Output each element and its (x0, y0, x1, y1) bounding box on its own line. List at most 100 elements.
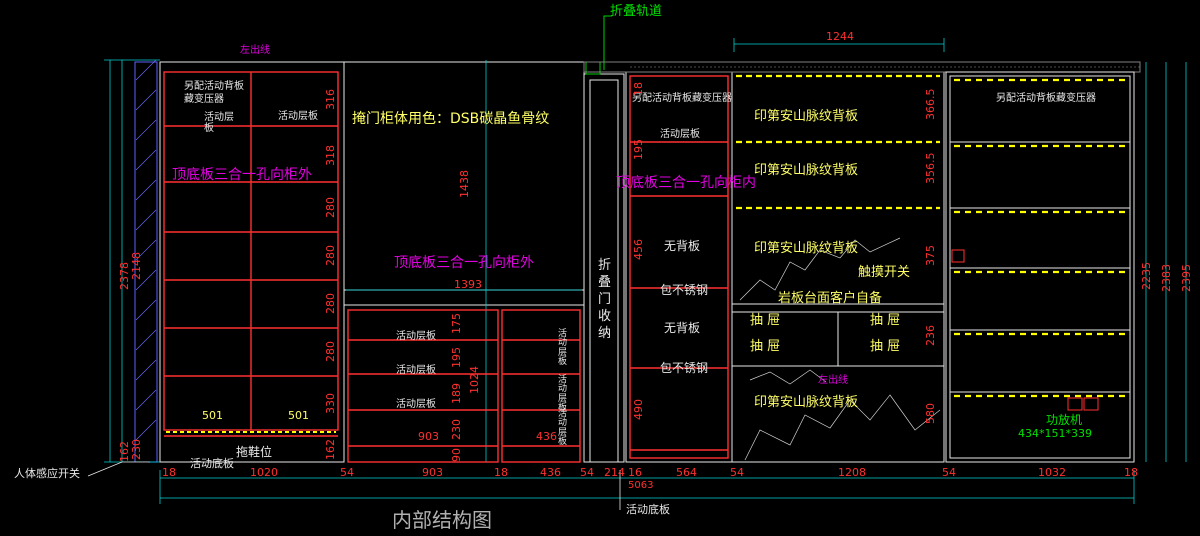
middle-width-top: 1393 (454, 278, 482, 291)
bottom-small-dim: 5063 (628, 480, 654, 491)
middle-dim-3: 189 (450, 383, 463, 404)
stone-back-3: 印第安山脉纹背板 (754, 241, 859, 256)
stone-dim-3: 375 (924, 245, 937, 266)
rl-note: 顶底板三合一孔向柜内 (616, 175, 756, 191)
rl-steel-1: 包不锈钢 (660, 283, 709, 297)
bottom-dim-8: 214 (604, 466, 625, 479)
middle-shelf-1b: 活动层板 (396, 365, 436, 376)
middle-shelf-right-3: 活 动 层 板 (558, 409, 568, 448)
bottom-dim-11: 54 (730, 466, 744, 479)
right-dim-lines (1145, 62, 1187, 462)
rl-no-back-1: 无背板 (664, 239, 701, 253)
bottom-dim-13: 54 (942, 466, 956, 479)
sensor-leader (87, 461, 150, 477)
middle-dim-lines (346, 60, 582, 462)
middle-shelf-right-1: 活 动 层 板 (558, 329, 568, 368)
middle-note: 顶底板三合一孔向柜外 (394, 255, 534, 271)
left-shelf-label-a: 活动层 板 (204, 112, 234, 134)
bottom-dim-1: 18 (162, 466, 176, 479)
middle-dim-mid: 1024 (468, 366, 481, 394)
bottom-dim-5: 18 (494, 466, 508, 479)
callout-movable-bottom: 活动底板 (626, 503, 670, 516)
left-shelf-dim-1: 316 (324, 89, 337, 110)
stone-touch-switch: 触摸开关 (858, 265, 911, 280)
fold-track-line (585, 15, 612, 75)
stone-dim-4: 236 (924, 325, 937, 346)
bottom-dim-3: 54 (340, 466, 354, 479)
stone-back-2: 印第安山脉纹背板 (754, 163, 859, 178)
middle-dim-4: 230 (450, 419, 463, 440)
stone-dim-2: 356.5 (924, 152, 937, 185)
bottom-dim-4: 903 (422, 466, 443, 479)
bottom-dim-7: 54 (580, 466, 594, 479)
middle-dim-1: 175 (450, 313, 463, 334)
rl-transformer-label: 另配活动背板藏变压器 (632, 93, 732, 104)
middle-lower-cabinet (347, 309, 581, 463)
rl-dim-2: 195 (632, 139, 645, 160)
fr-dim-2: 2383 (1160, 264, 1173, 292)
rl-steel-2: 包不锈钢 (660, 361, 709, 375)
bottom-dim-lines (159, 470, 1135, 504)
fr-amp-label: 功放机 (1046, 413, 1083, 427)
left-note: 顶底板三合一孔向柜外 (172, 167, 312, 183)
far-right-small-boxes (951, 249, 1099, 411)
left-shelf-label-b: 活动层板 (278, 111, 318, 122)
left-bottom-dim: 162 (324, 439, 337, 460)
fr-transformer-label: 另配活动背板藏变压器 (996, 93, 1096, 104)
drawing-title: 内部结构图 (392, 508, 492, 532)
left-dim-lines (104, 59, 160, 463)
middle-shelf-1: 活动层板 (396, 331, 436, 342)
stone-countertop: 岩板台面客户自备 (778, 291, 883, 306)
left-height-inner: 2148 (130, 252, 143, 280)
bottom-dim-9: 16 (628, 466, 642, 479)
stone-dim-1: 366.5 (924, 88, 937, 121)
left-shelf-dim-2: 318 (324, 145, 337, 166)
stone-drawer-2: 抽 屉 (870, 313, 901, 328)
stone-drawer-3: 抽 屉 (750, 339, 781, 354)
left-shelf-dim-5: 280 (324, 293, 337, 314)
left-shoe-label: 拖鞋位 (236, 445, 273, 459)
left-width-1: 501 (202, 409, 223, 422)
far-right-cabinet (945, 71, 1135, 463)
middle-dim-2: 195 (450, 347, 463, 368)
left-shelf-dim-7: 330 (324, 393, 337, 414)
stone-back-4: 印第安山脉纹背板 (754, 395, 859, 410)
middle-dim-5: 90 (450, 448, 463, 462)
left-width-2: 501 (288, 409, 309, 422)
bottom-dim-15: 18 (1124, 466, 1138, 479)
left-bottom-label: 活动底板 (190, 457, 234, 470)
fr-dim-1: 2235 (1140, 262, 1153, 290)
middle-width-2: 436 (536, 430, 557, 443)
stone-vein-pattern (739, 237, 941, 461)
stone-dim-5: 580 (924, 403, 937, 424)
rl-no-back-2: 无背板 (664, 321, 701, 335)
bottom-dim-10: 564 (676, 466, 697, 479)
top-beam (583, 61, 1141, 73)
left-top-label: 左出线 (240, 45, 270, 56)
left-shelf-dim-3: 280 (324, 197, 337, 218)
middle-shelf-right-2: 活 动 层 板 (558, 375, 568, 414)
rl-dim-1: 18 (632, 82, 645, 96)
fold-door-storage (583, 73, 625, 463)
bottom-dim-2: 1020 (250, 466, 278, 479)
bottom-dim-6: 436 (540, 466, 561, 479)
stone-drawer-4: 抽 屉 (870, 339, 901, 354)
callout-fold-track: 折叠轨道 (610, 4, 663, 19)
fr-amp-size: 434*151*339 (1018, 427, 1092, 440)
stone-back-1: 印第安山脉纹背板 (754, 109, 859, 124)
bottom-dim-12: 1208 (838, 466, 866, 479)
rl-dim-4: 490 (632, 399, 645, 420)
stone-led-strips (736, 74, 940, 210)
bottom-dim-14: 1032 (1038, 466, 1066, 479)
stone-width: 1244 (826, 30, 854, 43)
stone-drawer-1: 抽 屉 (750, 313, 781, 328)
callout-sensor-switch: 人体感应开关 (14, 467, 80, 480)
middle-width-1: 903 (418, 430, 439, 443)
fold-door-label: 折 叠 门 收 纳 (598, 258, 612, 341)
far-right-led-strips (954, 78, 1126, 398)
left-shelf-dim-6: 280 (324, 341, 337, 362)
middle-height-dim: 1438 (458, 170, 471, 198)
fr-dim-3: 2395 (1180, 264, 1193, 292)
left-low-2: 230 (130, 439, 143, 460)
